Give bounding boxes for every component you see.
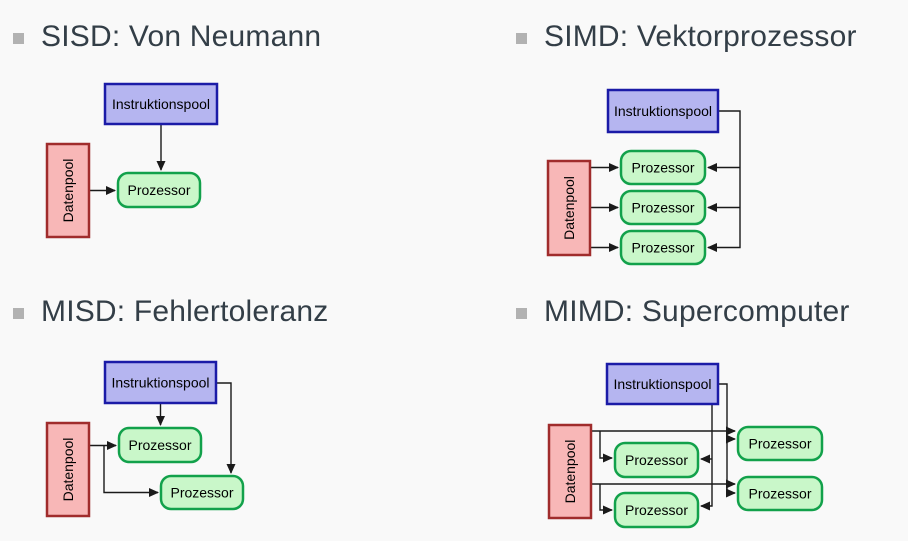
processor-box [619, 229, 707, 266]
arrow-datenpool-to-left-processor-1 [599, 431, 613, 463]
processor-label: Prozessor [625, 502, 688, 518]
bullet-square-icon [13, 308, 24, 319]
processor-box [613, 491, 700, 529]
section-title-misd: MISD: Fehlertoleranz [13, 295, 328, 329]
processor-box [619, 149, 707, 186]
bullet-square-icon [13, 33, 24, 44]
processor-label: Prozessor [625, 452, 688, 468]
processor-label: Prozessor [748, 486, 811, 502]
bullet-square-icon [516, 308, 527, 319]
data-pool-label: Datenpool [60, 159, 76, 223]
processor-label: Prozessor [631, 160, 694, 176]
processor-box [736, 475, 824, 512]
section-title-sisd-label: SISD: Von Neumann [41, 20, 322, 53]
instruction-pool-box [103, 82, 219, 126]
data-pool-label: Datenpool [562, 440, 578, 504]
processor-box [613, 441, 700, 479]
processor-label: Prozessor [631, 200, 694, 216]
diagram-misd: Instruktionspool Datenpool Prozessor Pro… [45, 360, 245, 518]
processor-box [159, 474, 245, 511]
bullet-square-icon [516, 33, 527, 44]
instruction-pool-label: Instruktionspool [111, 375, 209, 391]
processor-box [619, 189, 707, 226]
data-pool-box [45, 421, 91, 518]
processor-box [117, 426, 203, 464]
arrow-instructionpool-to-processor-3 [707, 110, 741, 252]
instruction-pool-box [103, 360, 218, 405]
processor-label: Prozessor [748, 436, 811, 452]
diagram-simd: Instruktionspool Datenpool Prozessor Pro… [546, 88, 741, 266]
data-pool-box [547, 423, 593, 520]
processor-label: Prozessor [631, 240, 694, 256]
arrow-datenpool-to-left-processor-2 [599, 484, 613, 515]
data-pool-label: Datenpool [561, 176, 577, 240]
section-title-sisd: SISD: Von Neumann [13, 20, 321, 54]
diagram-mimd: Instruktionspool Datenpool Prozessor Pro… [547, 362, 824, 529]
processor-box [116, 171, 202, 209]
section-title-misd-label: MISD: Fehlertoleranz [41, 295, 329, 328]
processor-box [736, 425, 824, 462]
section-title-mimd-label: MIMD: Supercomputer [544, 295, 850, 328]
section-title-mimd: MIMD: Supercomputer [516, 295, 850, 329]
instruction-pool-box [606, 88, 720, 134]
processor-label: Prozessor [128, 437, 191, 453]
instruction-pool-box [605, 362, 720, 406]
section-title-simd: SIMD: Vektorprozessor [516, 20, 857, 54]
processor-label: Prozessor [170, 485, 233, 501]
arrow-datenpool-to-processor-2 [103, 445, 159, 497]
section-title-simd-label: SIMD: Vektorprozessor [544, 20, 857, 53]
instruction-pool-label: Instruktionspool [614, 103, 712, 119]
instruction-pool-label: Instruktionspool [112, 96, 210, 112]
instruction-pool-label: Instruktionspool [613, 376, 711, 392]
data-pool-box [546, 159, 592, 257]
diagram-sisd: Instruktionspool Datenpool Prozessor [45, 82, 219, 239]
arrow-instructionpool-to-processor-2 [216, 382, 236, 474]
data-pool-label: Datenpool [60, 438, 76, 502]
arrow-instructionpool-to-left-processor-2 [700, 404, 713, 511]
processor-label: Prozessor [127, 182, 190, 198]
data-pool-box [45, 142, 91, 239]
